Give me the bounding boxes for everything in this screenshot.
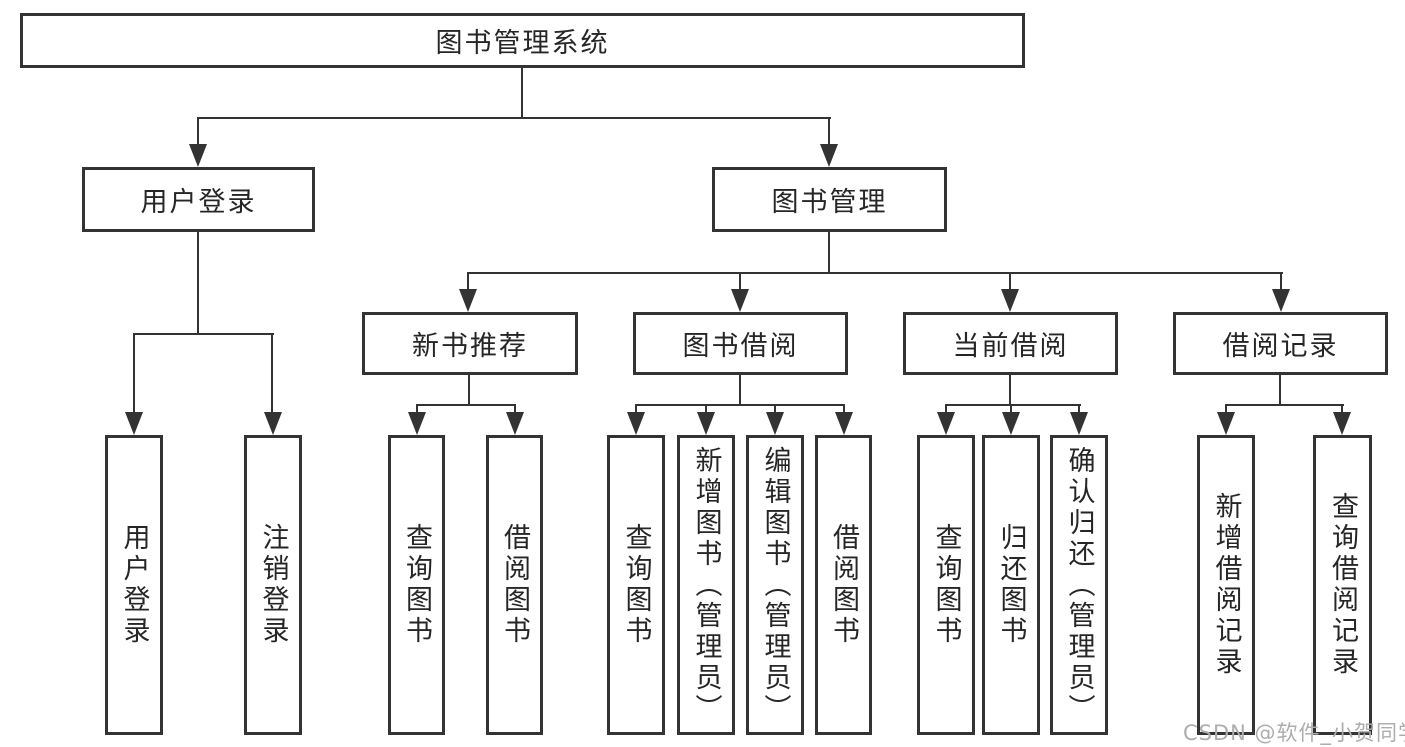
leaf-borrow-books-recommend: 借阅图书: [486, 435, 543, 735]
connector-groupD-child-stem: [1341, 404, 1343, 414]
connector-groupD-child-stem: [1225, 404, 1227, 414]
leaf-query-books-recommend-label: 查询图书: [401, 523, 432, 647]
arrow-down-icon: [408, 412, 426, 435]
leaf-query-books-current-label: 查询图书: [930, 523, 962, 647]
leaf-user-login: 用户登录: [105, 435, 163, 735]
leaf-logout-login-label: 注销登录: [257, 523, 289, 647]
node-root: 图书管理系统: [20, 13, 1025, 68]
arrow-down-icon: [125, 412, 143, 435]
connector-groupB-child-stem: [843, 404, 845, 414]
arrow-down-icon: [766, 412, 784, 435]
connector-groupB-horizontal: [635, 404, 845, 406]
arrow-down-icon: [1002, 412, 1020, 435]
leaf-edit-books-admin: 编辑图书（管理员）: [746, 435, 804, 735]
arrow-down-icon: [731, 289, 749, 312]
leaf-add-books-admin-label: 新增图书（管理员）: [690, 445, 722, 725]
arrow-down-icon: [264, 412, 282, 435]
arrow-down-icon: [820, 144, 838, 167]
node-book-management-label: 图书管理: [771, 187, 888, 218]
connector-groupB-child-stem: [774, 404, 776, 414]
connector-root-stem: [521, 68, 523, 118]
connector-groupC-stem: [1009, 375, 1011, 406]
leaf-return-books-label: 归还图书: [995, 523, 1027, 647]
connector-login-stem: [197, 232, 199, 335]
leaf-query-books-borrow-label: 查询图书: [620, 523, 652, 647]
arrow-down-icon: [835, 412, 853, 435]
connector-management-horizontal: [467, 272, 1283, 274]
arrow-down-icon: [1333, 412, 1351, 435]
node-new-book-recommend-label: 新书推荐: [412, 331, 528, 362]
leaf-query-books-borrow: 查询图书: [607, 435, 665, 735]
connector-book-borrow-stem: [739, 272, 741, 292]
connector-groupC-horizontal: [945, 404, 1081, 406]
leaf-query-books-recommend: 查询图书: [388, 435, 445, 735]
leaf-logout-login: 注销登录: [244, 435, 302, 735]
connector-groupD-stem: [1279, 375, 1281, 406]
node-book-borrowing-label: 图书借阅: [682, 331, 799, 362]
leaf-add-books-admin: 新增图书（管理员）: [677, 435, 735, 735]
leaf-edit-books-admin-label: 编辑图书（管理员）: [759, 445, 791, 725]
leaf-add-borrow-record-label: 新增借阅记录: [1210, 492, 1242, 678]
connector-groupA-child-stem: [514, 404, 516, 414]
node-root-label: 图书管理系统: [435, 28, 610, 59]
connector-groupD-horizontal: [1225, 404, 1344, 406]
node-user-login-label: 用户登录: [140, 187, 257, 218]
arrow-down-icon: [627, 412, 645, 435]
connector-new-book-stem: [467, 272, 469, 292]
leaf-borrow-books-recommend-label: 借阅图书: [499, 523, 530, 647]
connector-user-login-stem: [197, 117, 199, 145]
connector-login-child-stem: [133, 333, 135, 414]
leaf-query-borrow-record: 查询借阅记录: [1313, 435, 1372, 735]
connector-groupB-stem: [739, 375, 741, 406]
node-borrowing-records: 借阅记录: [1173, 312, 1388, 375]
arrow-down-icon: [459, 289, 477, 312]
connector-login-horizontal: [133, 333, 274, 335]
connector-groupB-child-stem: [635, 404, 637, 414]
connector-current-borrow-stem: [1009, 272, 1011, 292]
leaf-query-books-current: 查询图书: [917, 435, 975, 735]
leaf-return-books: 归还图书: [982, 435, 1040, 735]
node-book-borrowing: 图书借阅: [633, 312, 848, 375]
node-current-borrowing-label: 当前借阅: [952, 331, 1069, 362]
arrow-down-icon: [506, 412, 524, 435]
node-borrowing-records-label: 借阅记录: [1222, 331, 1339, 362]
connector-records-stem: [1280, 272, 1282, 292]
arrow-down-icon: [1217, 412, 1235, 435]
node-user-login: 用户登录: [82, 167, 315, 232]
leaf-query-borrow-record-label: 查询借阅记录: [1327, 492, 1358, 678]
connector-login-child-stem: [271, 333, 273, 414]
connector-management-stem: [828, 232, 830, 274]
leaf-user-login-label: 用户登录: [118, 523, 150, 647]
arrow-down-icon: [1001, 289, 1019, 312]
arrow-down-icon: [697, 412, 715, 435]
connector-groupC-child-stem: [945, 404, 947, 414]
connector-root-horizontal: [197, 117, 831, 119]
connector-book-management-stem: [828, 117, 830, 145]
node-new-book-recommend: 新书推荐: [362, 312, 578, 375]
connector-groupA-child-stem: [416, 404, 418, 414]
leaf-confirm-return-admin-label: 确认归还（管理员）: [1063, 445, 1095, 725]
connector-groupC-child-stem: [1078, 404, 1080, 414]
leaf-borrow-books-label: 借阅图书: [828, 523, 859, 647]
arrow-down-icon: [189, 144, 207, 167]
connector-groupA-horizontal: [416, 404, 516, 406]
leaf-add-borrow-record: 新增借阅记录: [1197, 435, 1255, 735]
watermark-text: CSDN @软件_小贺同学: [1183, 721, 1405, 745]
arrow-down-icon: [937, 412, 955, 435]
leaf-borrow-books: 借阅图书: [815, 435, 872, 735]
connector-groupA-stem: [468, 375, 470, 406]
connector-groupB-child-stem: [705, 404, 707, 414]
arrow-down-icon: [1070, 412, 1088, 435]
arrow-down-icon: [1272, 289, 1290, 312]
leaf-confirm-return-admin: 确认归还（管理员）: [1050, 435, 1108, 735]
node-current-borrowing: 当前借阅: [903, 312, 1118, 375]
node-book-management: 图书管理: [712, 167, 947, 232]
connector-groupC-child-stem: [1010, 404, 1012, 414]
